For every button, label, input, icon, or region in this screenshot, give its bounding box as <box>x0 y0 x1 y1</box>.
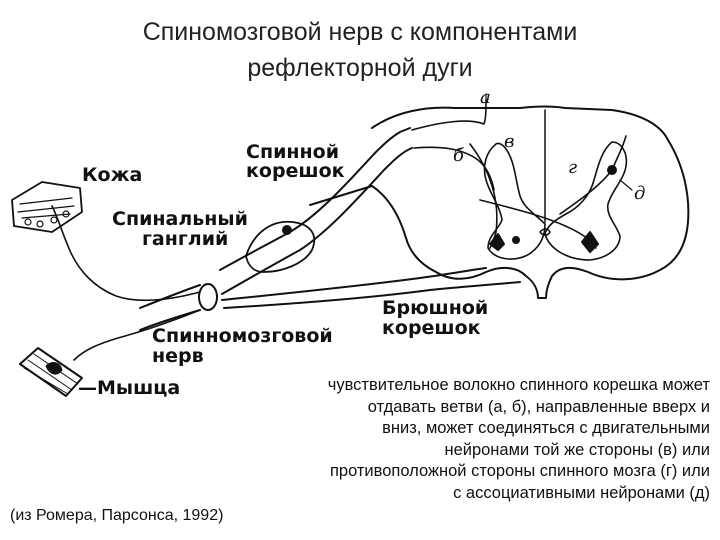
ganglion-label-line-1: Спинальный <box>112 208 248 230</box>
title-line-1: Спиномозговой нерв с компонентами <box>142 18 578 46</box>
diagram-title: Спиномозговой нерв с компонентами рефлек… <box>0 14 720 86</box>
ganglion-label-line-2: ганглий <box>142 228 229 250</box>
spinal-nerve-label-line-2: нерв <box>152 345 204 367</box>
letter-g-label: г <box>568 157 578 178</box>
grey-matter-left <box>483 142 546 260</box>
description-line-5: противоположной стороны спинного мозга (… <box>329 462 710 480</box>
ventral-root-label-line-1: Брюшной <box>382 297 489 319</box>
description-line-3: вниз, может соединяться с двигательными <box>382 419 710 437</box>
branch-b <box>413 146 495 191</box>
leader-d <box>619 179 633 191</box>
description-line-2: отдавать ветви (а, б), направленные ввер… <box>367 397 710 416</box>
ventral-root <box>221 267 521 309</box>
spinal-ganglion <box>245 220 316 273</box>
dorsal-root-label-line-2: корешок <box>246 160 345 182</box>
description-line-1: чувствительное волокно спинного корешка … <box>327 376 710 394</box>
source-credit: (из Ромера, Парсонса, 1992) <box>10 507 224 524</box>
afferent-fiber <box>51 205 201 302</box>
motor-neuron-left <box>489 233 505 251</box>
description-line-6: с ассоциативными нейронами (д) <box>453 483 710 502</box>
ventral-root-label-line-2: корешок <box>382 317 481 339</box>
interneuron-small <box>512 236 520 244</box>
spinal-cord-outline <box>309 105 690 299</box>
efferent-fiber <box>73 309 201 361</box>
skin-block <box>11 181 83 233</box>
letter-d-label: д <box>634 183 646 204</box>
muscle-label: —Мышца <box>78 377 181 399</box>
motor-neuron-right <box>581 231 599 253</box>
skin-label: Кожа <box>82 164 143 186</box>
title-line-2: рефлекторной дуги <box>247 54 473 82</box>
spinal-nerve-label-line-1: Спинномозговой <box>152 325 333 347</box>
description-text: чувствительное волокно спинного корешка … <box>232 375 710 504</box>
nerve-cut-end <box>198 283 218 311</box>
muscle-block <box>19 347 83 397</box>
description-line-4: нейронами той же стороны (в) или <box>444 440 710 459</box>
letter-a-label: а <box>480 87 491 108</box>
nerve-trunk <box>139 284 201 331</box>
branch-a <box>411 99 487 131</box>
letter-v-label: в <box>504 131 515 152</box>
ganglion-cell-body <box>282 225 292 235</box>
dorsal-root-label-line-1: Спинной <box>246 141 340 163</box>
letter-b-label: б <box>453 145 464 166</box>
interneuron-d <box>607 165 617 175</box>
